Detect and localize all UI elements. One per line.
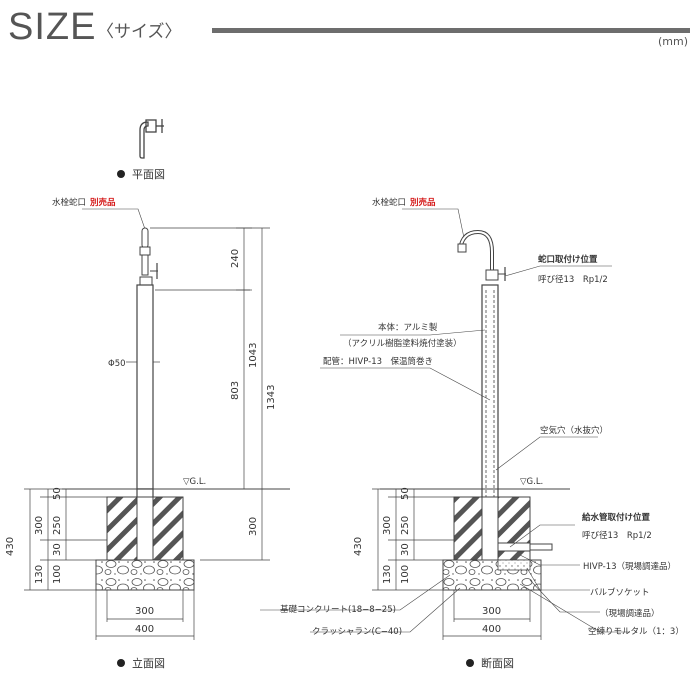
header-rule	[212, 28, 690, 33]
sec-dim-300: 300	[382, 516, 393, 535]
elev-dim-430: 430	[5, 537, 16, 556]
page-title: SIZE	[8, 6, 97, 48]
elev-gravel	[95, 559, 195, 591]
sec-dim-130: 130	[382, 565, 393, 584]
sec-mortar: 空練りモルタル（1：3）	[588, 626, 684, 637]
elev-dim-100: 100	[52, 565, 63, 584]
sec-body: 本体：アルミ製	[378, 322, 438, 333]
sec-dim-50: 50	[400, 487, 411, 500]
elev-dim-130: 130	[34, 565, 45, 584]
sec-air-hole: 空気穴（水抜穴）	[540, 425, 608, 436]
sec-supply-size: 呼び径13 Rp1/2	[582, 530, 652, 541]
sec-supply-title: 給水管取付け位置	[582, 512, 651, 523]
elev-gl: ▽G.L.	[183, 477, 206, 487]
sec-body-finish: （アクリル樹脂塗料焼付塗装）	[343, 338, 462, 349]
unit-label: (mm)	[657, 35, 688, 48]
page-subtitle: 〈サイズ〉	[97, 22, 182, 42]
elev-dim-1343: 1343	[266, 385, 277, 410]
elev-width-400: 400	[135, 624, 154, 635]
sec-width-300: 300	[482, 606, 501, 617]
sec-spout-size: 呼び径13 Rp1/2	[538, 274, 608, 285]
sec-valve: バルブソケット	[590, 587, 650, 598]
elevation-label: 立面図	[132, 656, 165, 670]
elev-dim-300-left: 300	[34, 516, 45, 535]
plan-label: 平面図	[132, 168, 165, 181]
sec-gl: ▽G.L.	[520, 477, 543, 487]
bullet-icon	[117, 659, 125, 667]
sec-width-400: 400	[482, 624, 501, 635]
bullet-icon	[117, 170, 125, 178]
sec-foundation: 基礎コンクリート(18−8−25)	[280, 604, 396, 615]
elevation-view: 水栓蛇口 別売品 Φ50 ▽G.L.	[5, 197, 290, 670]
bullet-icon	[466, 659, 474, 667]
sec-dim-250: 250	[400, 516, 411, 535]
section-view: 水栓蛇口 別売品 ▽G.L.	[260, 197, 684, 670]
elev-diameter: Φ50	[108, 359, 126, 369]
sec-pipe: 配管：HIVP-13 保温筒巻き	[323, 356, 433, 367]
sec-faucet-note: 別売品	[409, 197, 436, 208]
elev-dim-240: 240	[230, 249, 241, 268]
elev-dim-250: 250	[52, 516, 63, 535]
elev-faucet-label: 水栓蛇口	[52, 197, 86, 208]
sec-dim-30: 30	[400, 543, 411, 556]
elev-dim-30: 30	[52, 543, 63, 556]
elev-width-300: 300	[135, 606, 154, 617]
sec-hivp: HIVP-13（現場調達品）	[583, 561, 676, 572]
sec-dim-100: 100	[400, 565, 411, 584]
elev-dim-300: 300	[248, 517, 259, 536]
sec-valve-note: （現場調達品）	[600, 608, 660, 619]
sec-crusher: クラッシャラン(C−40)	[312, 627, 402, 637]
elev-dim-1043: 1043	[248, 343, 259, 368]
elev-dim-50: 50	[52, 487, 63, 500]
section-label: 断面図	[481, 656, 514, 670]
elev-dim-803: 803	[230, 381, 241, 400]
plan-view: 平面図	[117, 119, 165, 181]
sec-faucet-label: 水栓蛇口	[372, 197, 406, 208]
sec-dim-430: 430	[353, 537, 364, 556]
elev-faucet-note: 別売品	[89, 197, 116, 208]
sec-spout-title: 蛇口取付け位置	[538, 254, 598, 265]
elev-post	[136, 284, 154, 490]
